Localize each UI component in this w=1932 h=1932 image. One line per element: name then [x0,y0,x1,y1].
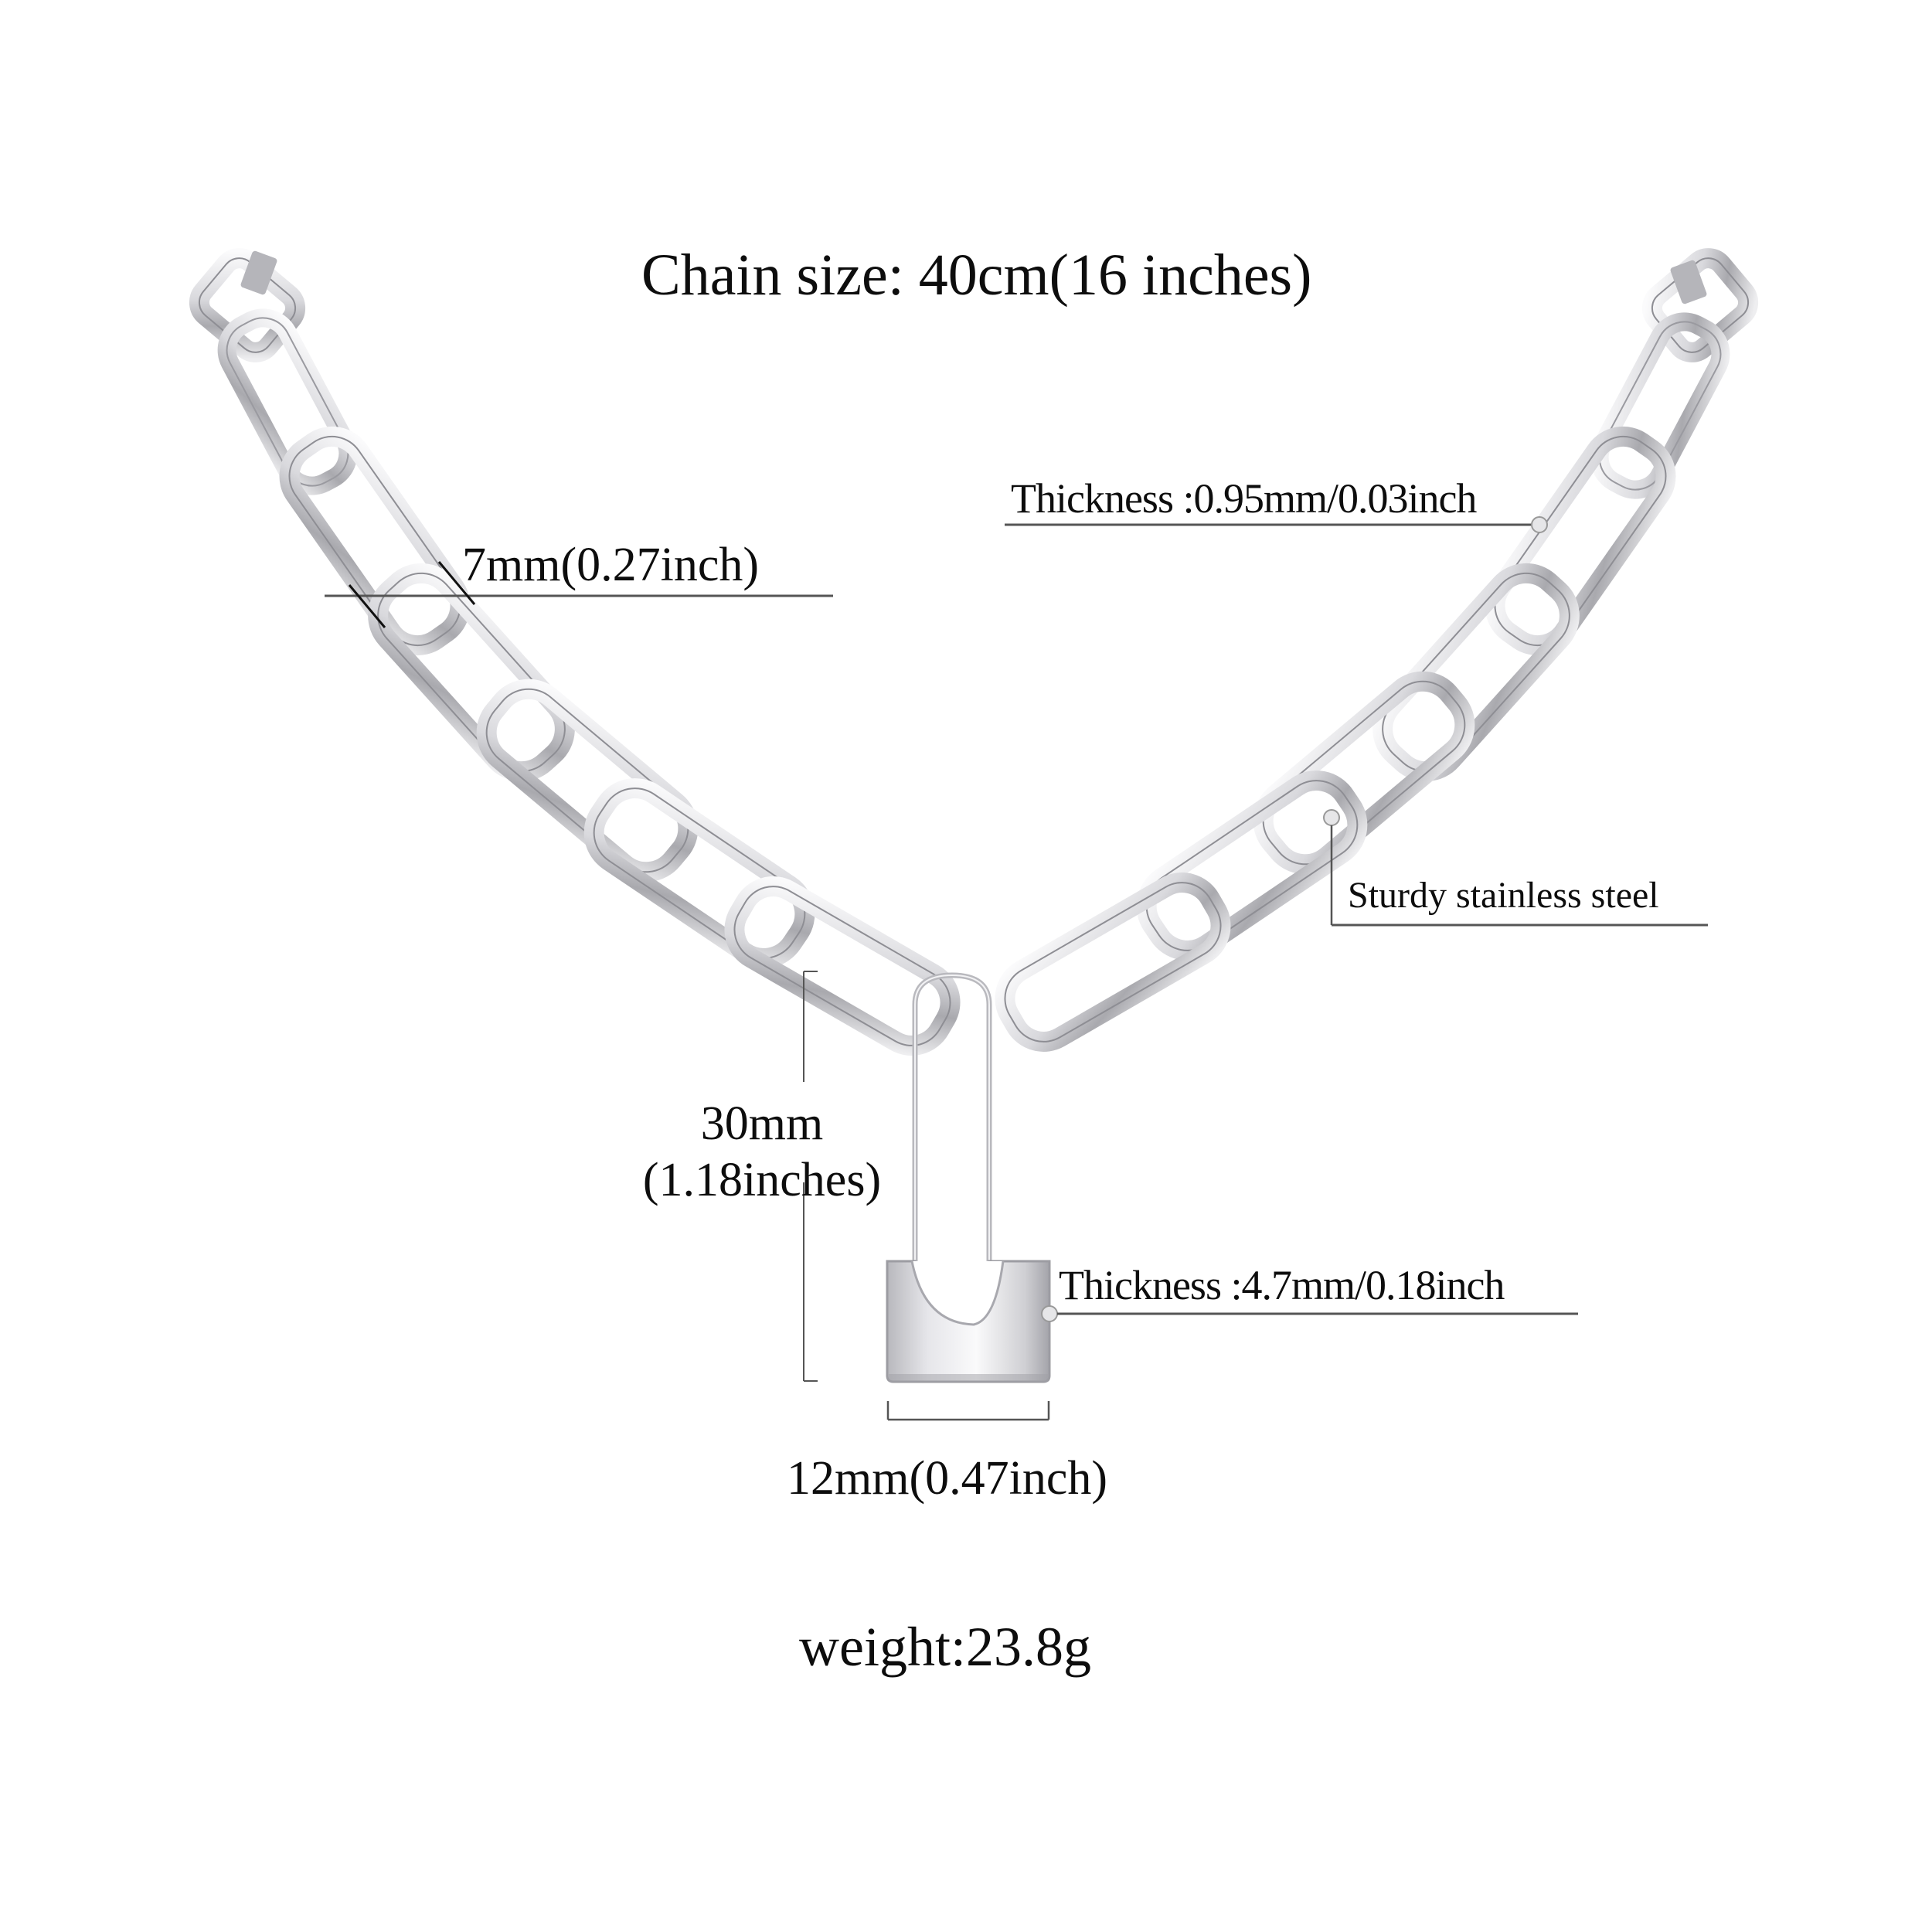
left-chain [189,248,961,1056]
chain-thickness-label: Thickness :0.95mm/0.03inch [1011,475,1477,522]
pendant-height-label: 30mm (1.18inches) [615,1096,909,1209]
pendant-thickness-label: Thickness :4.7mm/0.18inch [1059,1262,1505,1308]
chain-size-title: Chain size: 40cm(16 inches) [641,243,1312,308]
pendant-width-label: 12mm(0.47inch) [787,1452,1107,1505]
right-chain [995,248,1759,1052]
dimension-lines [325,516,1708,1421]
padlock-pendant [886,972,1051,1383]
pendant-height-mm: 30mm [700,1097,824,1150]
chain-width-label: 7mm(0.27inch) [462,539,759,591]
material-label: Sturdy stainless steel [1348,875,1659,916]
weight-label: weight:23.8g [799,1616,1091,1678]
pendant-height-in: (1.18inches) [642,1154,882,1207]
